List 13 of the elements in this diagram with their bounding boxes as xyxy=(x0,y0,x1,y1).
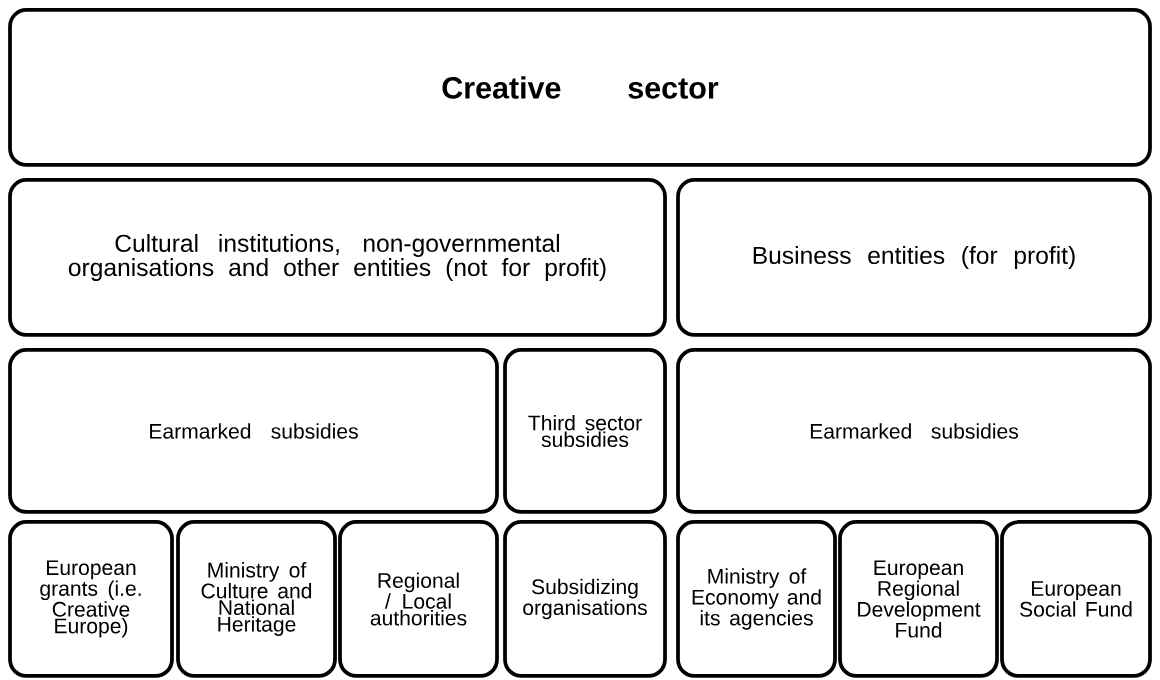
text-box: Ministry of Economy and its agencies xyxy=(676,520,837,678)
text-box: Earmarked subsidies xyxy=(676,348,1152,514)
text-box: Subsidizing organisations xyxy=(503,520,667,678)
text-box: Cultural institutions, non-governmental organisations and other entities (not for profit) xyxy=(8,178,667,337)
text-box: Ministry of Culture and National Heritage xyxy=(176,520,337,678)
text-box: European Social Fund xyxy=(1000,520,1152,678)
text-box: Creative sector xyxy=(8,8,1152,167)
text-box: European Regional Development Fund xyxy=(838,520,999,678)
text-box: Earmarked subsidies xyxy=(8,348,499,514)
text-box: Third sector subsidies xyxy=(503,348,667,514)
text-box: Regional / Local authorities xyxy=(338,520,499,678)
text-box: European grants (i.e. Creative Europe) xyxy=(8,520,174,678)
text-box: Business entities (for profit) xyxy=(676,178,1152,337)
